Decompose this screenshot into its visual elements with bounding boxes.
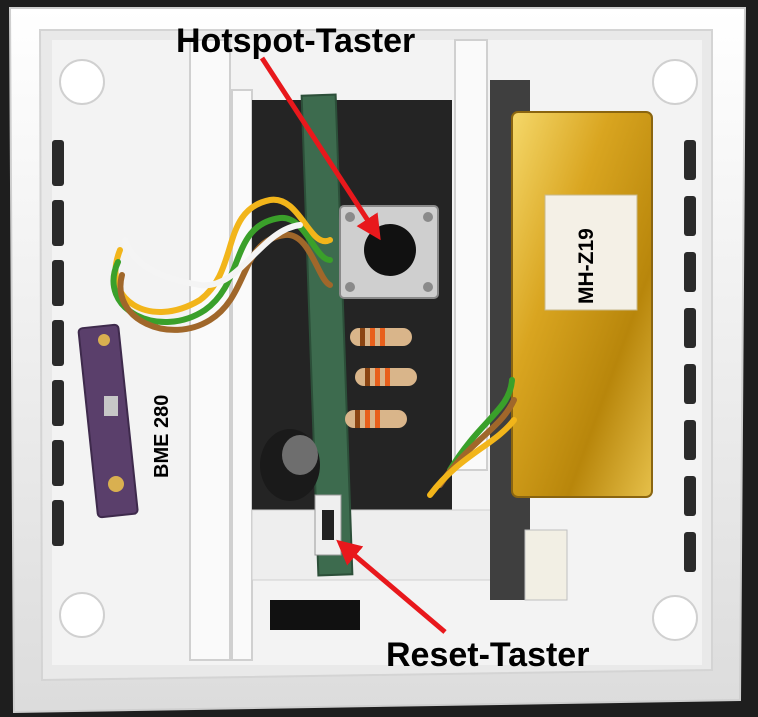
- reset-switch: [314, 494, 342, 556]
- reset-button-callout: Reset-Taster: [386, 636, 590, 674]
- right-vent-slots: [684, 140, 696, 572]
- mh-z19-module: [511, 111, 653, 498]
- floor-opening: [270, 600, 360, 630]
- mh-z19-label: MH-Z19: [575, 228, 598, 304]
- left-vent-slots: [52, 140, 64, 546]
- hotspot-tact-switch: [339, 205, 439, 299]
- callout-arrows: [259, 56, 447, 634]
- bme280-board: [77, 323, 139, 519]
- capacitor: [260, 429, 320, 501]
- jst-connector: [524, 529, 568, 601]
- hotspot-button-callout: Hotspot-Taster: [176, 22, 416, 60]
- corner-posts: [59, 59, 698, 641]
- resistors: [345, 328, 417, 428]
- wires: [110, 196, 517, 498]
- bme280-label: BME 280: [151, 394, 173, 478]
